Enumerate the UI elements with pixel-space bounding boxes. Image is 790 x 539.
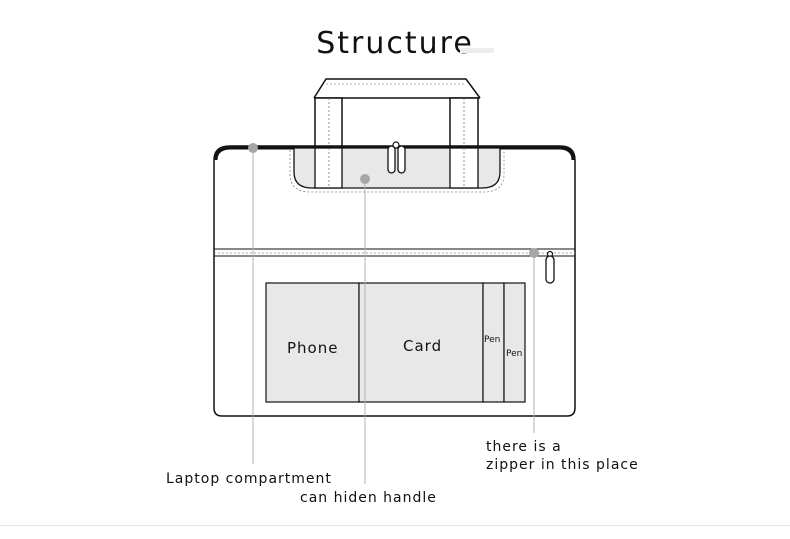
hidden-handle-label: can hiden handle bbox=[300, 490, 437, 506]
title-underline-decoration bbox=[460, 48, 494, 53]
laptop-compartment-label: Laptop compartment bbox=[166, 471, 332, 487]
card-pocket bbox=[358, 282, 484, 403]
zipper-label-line-1: there is a bbox=[486, 439, 562, 455]
handle-opening bbox=[293, 147, 501, 189]
handle-pointer-dot bbox=[360, 174, 370, 184]
diagram-title: Structure bbox=[316, 26, 474, 61]
laptop-pointer-dot bbox=[248, 143, 258, 153]
front-pockets bbox=[265, 282, 526, 403]
card-pocket-label: Card bbox=[403, 337, 443, 355]
bag-body bbox=[213, 141, 576, 417]
pen-pocket-1-label: Pen bbox=[484, 335, 501, 345]
top-zipper-pull-icon bbox=[387, 141, 406, 174]
callout-pointers bbox=[248, 143, 539, 484]
handle-top-bar bbox=[313, 78, 481, 99]
pen-pocket-2-label: Pen bbox=[506, 349, 523, 359]
pen-pocket-2 bbox=[503, 282, 526, 403]
zipper-pointer-dot bbox=[529, 248, 539, 258]
bottom-divider bbox=[0, 525, 790, 526]
phone-pocket-label: Phone bbox=[287, 339, 339, 357]
side-zipper-pull-icon bbox=[545, 250, 555, 284]
zipper-label-line-2: zipper in this place bbox=[486, 457, 639, 473]
